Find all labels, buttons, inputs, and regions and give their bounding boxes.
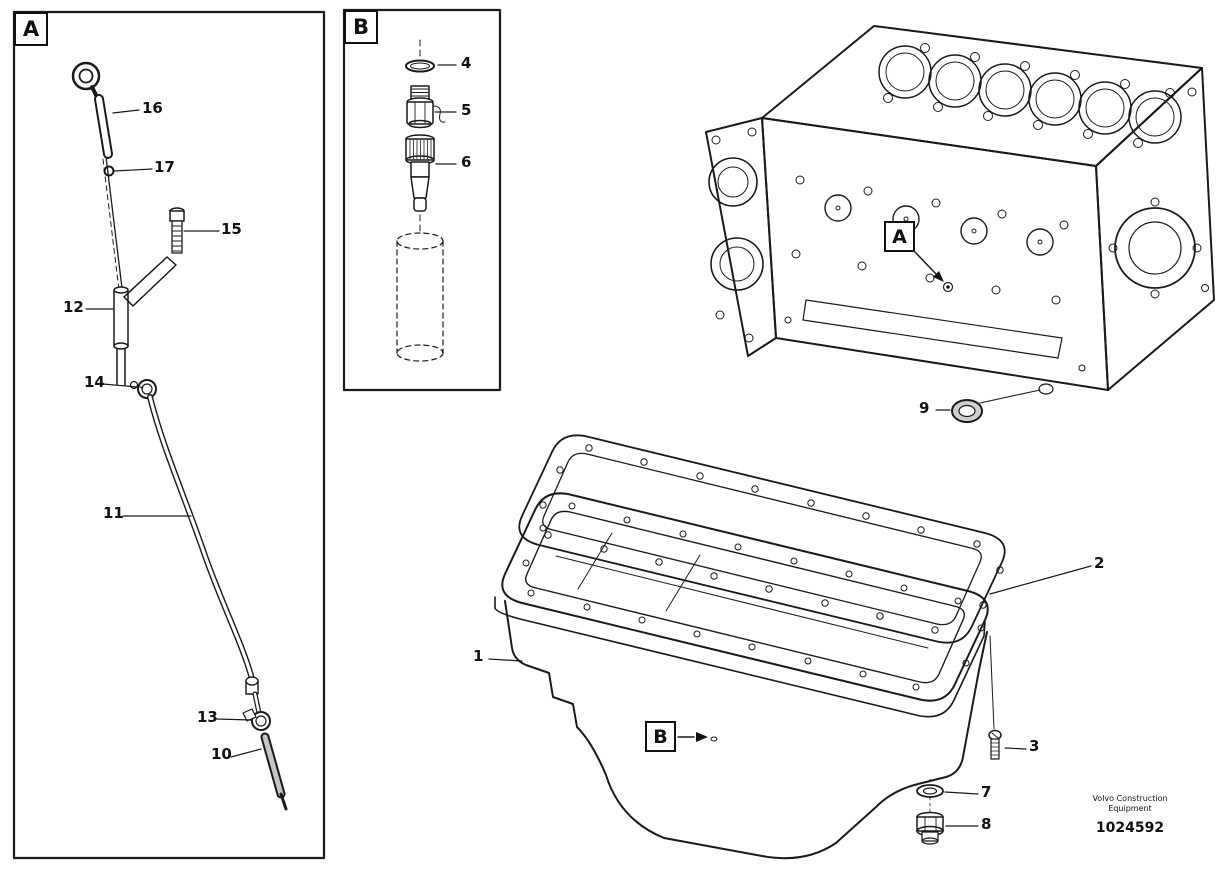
panel-a-frame: [12, 10, 326, 860]
part-label-4: 4: [461, 54, 472, 72]
document-number: 1024592: [1095, 820, 1165, 836]
part-label-6: 6: [461, 153, 472, 171]
engine-detail-a-letter: A: [892, 225, 907, 248]
part-label-8: 8: [981, 815, 992, 833]
part-label-7: 7: [981, 783, 992, 801]
oil-pan-gasket-drawing: [518, 434, 1006, 644]
pan-detail-b-letter: B: [653, 725, 668, 748]
panel-b-leader-lines: [434, 64, 457, 165]
panel-b-frame: [342, 8, 502, 392]
brand-text: Volvo Construction Equipment: [1080, 794, 1180, 815]
part-label-3: 3: [1029, 737, 1040, 755]
pan-detail-b-callout: B: [645, 721, 676, 752]
fitting-assembly-drawing: [396, 39, 446, 362]
part-label-17: 17: [154, 158, 175, 176]
part-label-12: 12: [63, 298, 84, 316]
panel-a-label-box: A: [14, 12, 48, 46]
brand-line-2: Equipment: [1108, 804, 1152, 814]
main-leader-lines: [488, 565, 1092, 827]
panel-b-label: B: [352, 15, 369, 39]
part-label-2: 2: [1094, 554, 1105, 572]
engine-detail-a-callout: A: [884, 221, 915, 252]
part-label-15: 15: [221, 220, 242, 238]
part-label-5: 5: [461, 101, 472, 119]
part-label-9: 9: [919, 399, 930, 417]
dipstick-assembly-drawing: [71, 61, 288, 811]
engine-block-drawing: [705, 25, 1215, 423]
panel-a-leader-lines: [85, 109, 262, 758]
part-label-13: 13: [197, 708, 218, 726]
panel-a-label: A: [22, 17, 40, 41]
part-label-10: 10: [211, 745, 232, 763]
brand-line-1: Volvo Construction: [1092, 794, 1168, 803]
oil-pan-drawing: [494, 492, 1002, 860]
panel-b-label-box: B: [344, 10, 378, 44]
part-label-16: 16: [142, 99, 163, 117]
part-label-11: 11: [103, 504, 124, 522]
part-label-14: 14: [84, 373, 105, 391]
part-label-1: 1: [473, 647, 484, 665]
